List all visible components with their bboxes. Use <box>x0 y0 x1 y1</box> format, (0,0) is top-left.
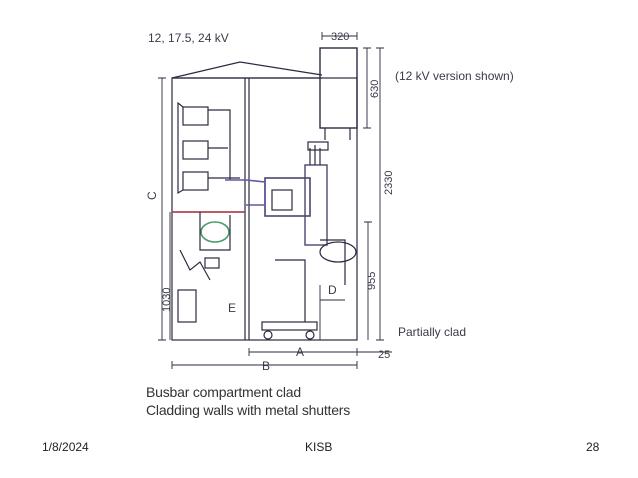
letter-c: C <box>145 191 159 200</box>
version-note: (12 kV version shown) <box>395 69 514 83</box>
dimension-height-box: 630 <box>369 80 381 98</box>
dimension-width-top: 320 <box>331 31 349 43</box>
circuit-breaker <box>225 141 329 246</box>
footer-date: 1/8/2024 <box>42 440 89 454</box>
partially-clad-label: Partially clad <box>398 325 466 339</box>
caption-line-2: Cladding walls with metal shutters <box>146 402 351 418</box>
cabinet-outline <box>171 77 358 341</box>
letter-e: E <box>228 301 236 315</box>
dimension-height-left: 1030 <box>161 288 173 312</box>
cable-compartment <box>177 249 220 323</box>
letter-b: B <box>262 359 270 373</box>
footer-page: 28 <box>586 440 600 454</box>
earthing-switch <box>319 239 357 285</box>
caption-line-1: Busbar compartment clad <box>146 384 301 400</box>
dimension-height-lower: 955 <box>366 272 378 290</box>
voltage-label: 12, 17.5, 24 kV <box>148 31 229 45</box>
withdrawable-truck <box>261 259 318 340</box>
current-transformer <box>200 221 230 243</box>
low-voltage-box <box>319 47 358 129</box>
dimension-offset-right: 25 <box>378 349 390 361</box>
letter-d: D <box>328 283 337 297</box>
footer-center: KISB <box>305 440 333 454</box>
dimension-height-total: 2330 <box>383 171 395 195</box>
busbar-assemblies <box>177 101 240 195</box>
cabinet-roof <box>171 61 323 79</box>
letter-a: A <box>296 345 304 359</box>
dimension-lines <box>158 32 392 369</box>
